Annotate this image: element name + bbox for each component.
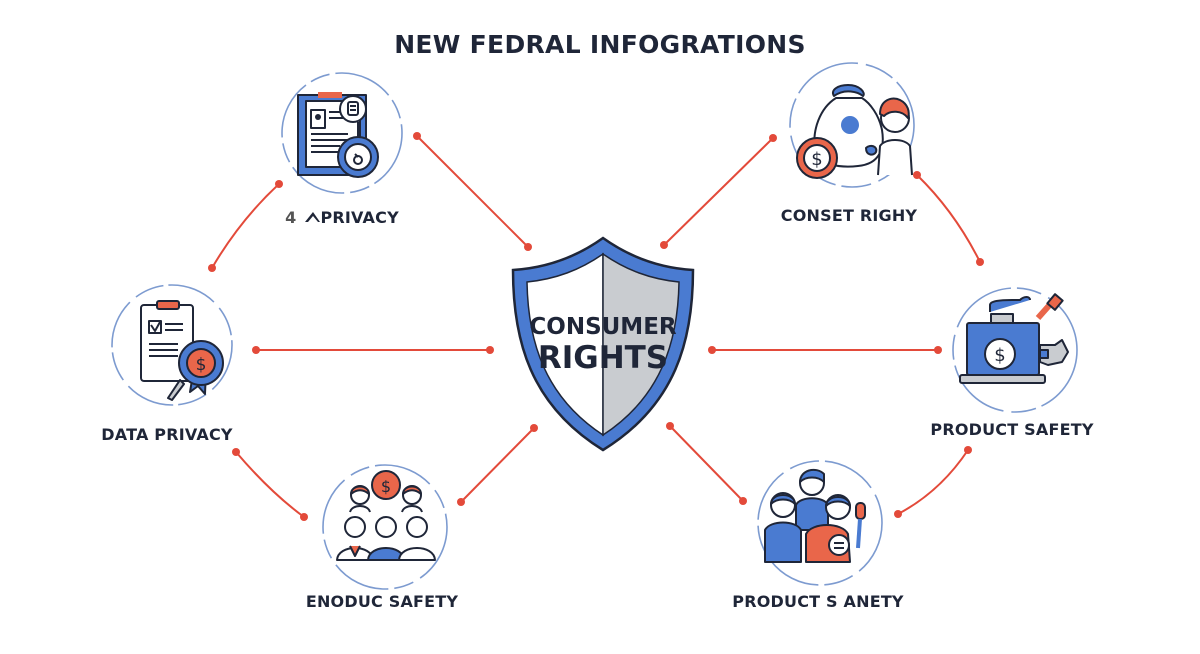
privacy-prefix: 4 [285, 208, 297, 227]
connector-privacy-center [416, 135, 529, 248]
connector-conset-product-safety [916, 174, 981, 263]
svg-text:$: $ [994, 345, 1005, 366]
node-label-product-s-anety: PRODUCT S ANETY [732, 592, 904, 611]
privacy-label: PRIVACY [320, 208, 399, 227]
node-label-conset-righy: CONSET RIGHY [780, 206, 918, 225]
center-title-line2: RIGHTS [537, 340, 669, 376]
connector-conset-center [663, 137, 774, 246]
connector-enoduc-center [460, 427, 535, 503]
node-label-data-privacy: DATA PRIVACY [101, 425, 233, 444]
infographic-title: NEW FEDRAL INFOGRATIONS [394, 30, 806, 59]
connector-product-safety-anety [897, 449, 969, 515]
node-label-product-safety: PRODUCT SAFETY [930, 420, 1094, 439]
group-dollar-icon: $ [336, 470, 436, 561]
people-microphone-icon [764, 468, 866, 563]
connector-privacy-data-privacy [211, 183, 280, 269]
privacy-prefix-glyph [305, 212, 320, 222]
cash-register-gavel-icon: $ [959, 293, 1069, 384]
connector-dots [208, 132, 984, 521]
svg-text:$: $ [196, 355, 207, 375]
clipboard-magnifier-icon [297, 92, 379, 178]
svg-text:$: $ [381, 477, 391, 496]
connector-lines [211, 135, 981, 518]
certificate-dollar-badge-icon: $ [140, 300, 224, 401]
money-bag-person-icon: $ [796, 84, 913, 179]
node-label-privacy: 4 PRIVACY [285, 208, 399, 227]
center-title-line1: CONSUMER [529, 314, 677, 340]
node-label-enoduc-safety: ENODUC SAFETY [305, 592, 459, 611]
svg-text:$: $ [811, 149, 822, 170]
connector-center-anety [669, 425, 744, 502]
connector-data-privacy-enoduc [235, 451, 305, 518]
node-rings [111, 62, 1078, 590]
shield-icon [511, 236, 695, 452]
